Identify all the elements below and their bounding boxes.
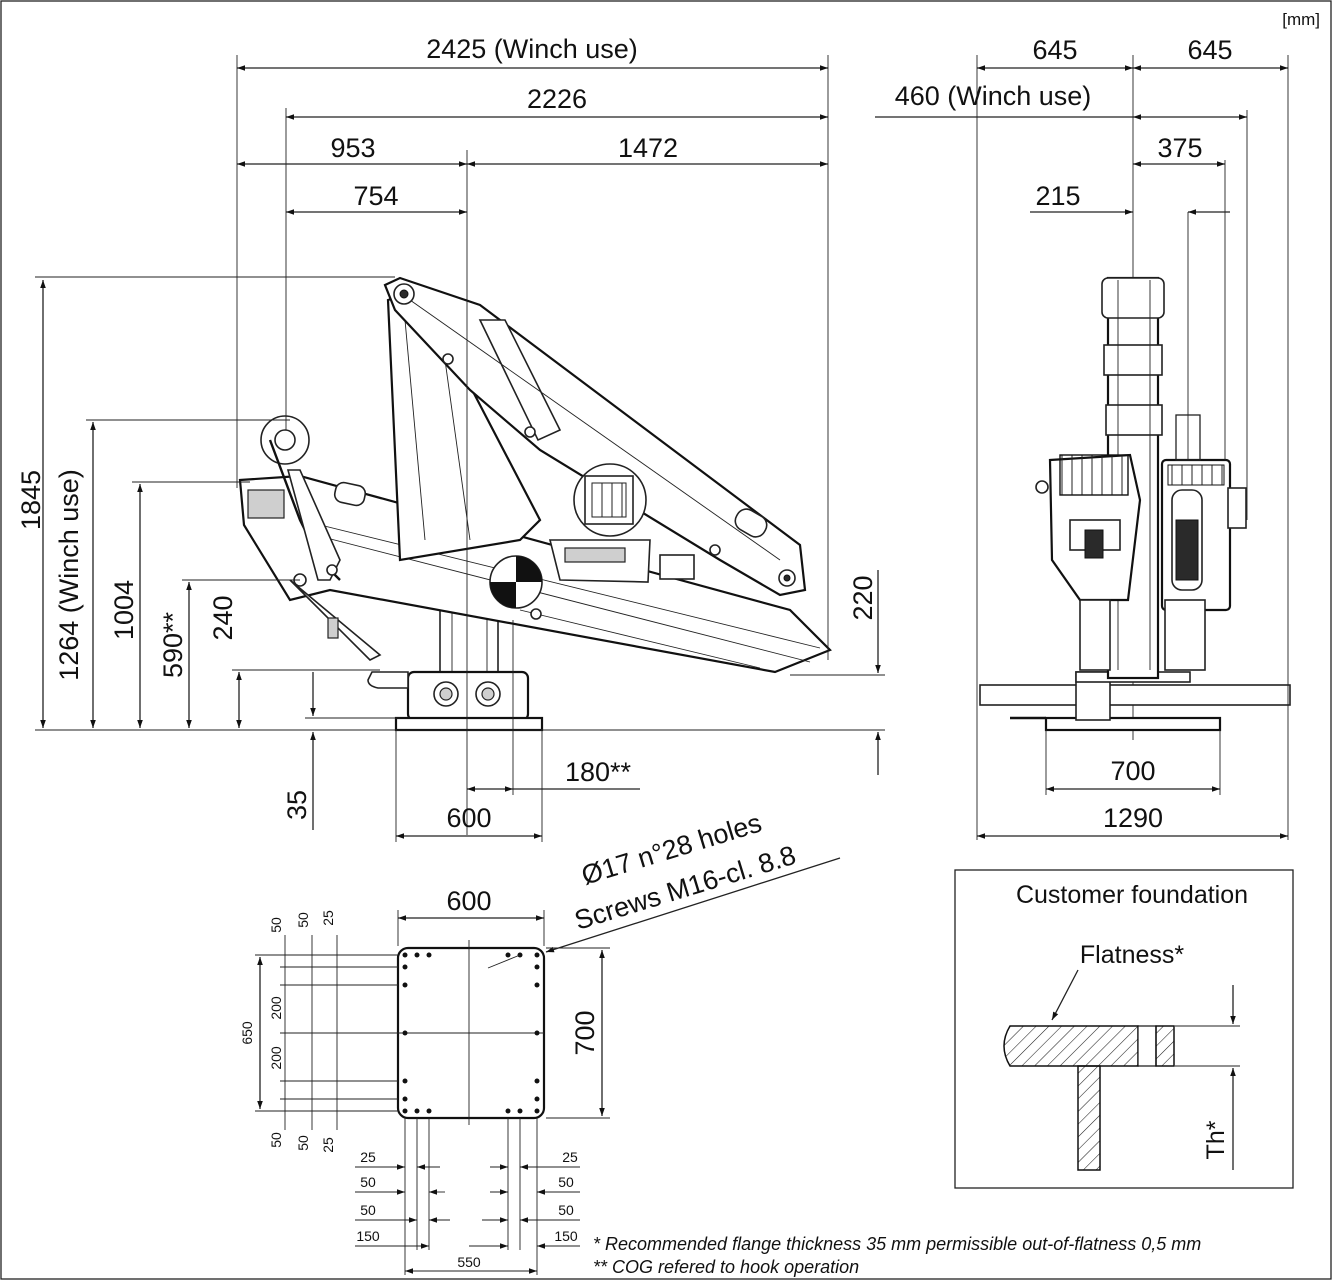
foundation-detail: Customer foundation Flatness* Th*	[954, 869, 1294, 1189]
dim-50-br2: 50	[558, 1202, 574, 1218]
dim-590: 590**	[158, 611, 188, 678]
front-dimensions: 645 645 460 (Winch use) 375 215 700 1290	[875, 35, 1289, 840]
dim-1845: 1845	[16, 470, 46, 530]
dim-700-front: 700	[1110, 756, 1155, 786]
dim-2226: 2226	[527, 84, 587, 114]
dim-50-b: 50	[295, 912, 311, 928]
dim-25-bl: 25	[360, 1149, 376, 1165]
stabiliser-beam	[979, 684, 1291, 706]
dim-50-br: 50	[558, 1174, 574, 1190]
dim-645-right: 645	[1187, 35, 1232, 65]
thickness-label: Th*	[1202, 1120, 1230, 1159]
dim-375: 375	[1157, 133, 1202, 163]
dim-460: 460 (Winch use)	[895, 81, 1092, 111]
dim-35: 35	[282, 790, 312, 820]
side-top-dimensions: 2425 (Winch use) 2226 953 1472 754	[236, 34, 829, 835]
dim-200-a: 200	[268, 996, 284, 1020]
dim-25-br: 25	[562, 1149, 578, 1165]
dim-220: 220	[848, 575, 878, 620]
dim-700-plate: 700	[570, 1010, 600, 1055]
foundation-title: Customer foundation	[1016, 881, 1248, 909]
dim-1004: 1004	[109, 580, 139, 640]
cog-symbol	[489, 555, 543, 609]
dim-645-left: 645	[1032, 35, 1077, 65]
dim-25-a: 25	[320, 910, 336, 926]
dim-650: 650	[239, 1021, 255, 1045]
slewing-housing	[406, 670, 530, 722]
dim-600-side: 600	[446, 803, 491, 833]
dim-25-b: 25	[320, 1137, 336, 1153]
foundation-frame	[954, 869, 1294, 1189]
dim-150-br: 150	[554, 1228, 578, 1244]
dim-1290: 1290	[1103, 803, 1163, 833]
dim-50-a: 50	[268, 917, 284, 933]
dim-50-bl: 50	[360, 1174, 376, 1190]
base-plate-view: Ø17 n°28 holes Screws M16-cl. 8.8 600 70…	[239, 808, 841, 1275]
dim-215: 215	[1035, 181, 1080, 211]
dim-600-plate: 600	[446, 886, 491, 916]
side-left-dimensions: 1845 1264 (Winch use) 1004 590** 240	[16, 276, 885, 731]
dim-50-c: 50	[268, 1132, 284, 1148]
flange-section	[1003, 1025, 1139, 1067]
note-1: * Recommended flange thickness 35 mm per…	[593, 1234, 1201, 1254]
crane-side-view	[238, 276, 832, 732]
bolt-holes	[402, 952, 540, 1114]
dim-754: 754	[353, 181, 398, 211]
dim-150-bl: 150	[356, 1228, 380, 1244]
flatness-label: Flatness*	[1080, 941, 1184, 969]
note-2: ** COG refered to hook operation	[593, 1257, 859, 1277]
dim-50-bl2: 50	[360, 1202, 376, 1218]
unit-label: [mm]	[1282, 10, 1320, 29]
dim-240: 240	[208, 595, 238, 640]
dim-1264: 1264 (Winch use)	[54, 469, 84, 681]
crane-front-view	[979, 55, 1291, 740]
dim-180: 180**	[565, 757, 632, 787]
support-section	[1077, 1065, 1101, 1171]
dim-2425: 2425 (Winch use)	[426, 34, 638, 64]
front-base-plate	[1044, 716, 1222, 732]
base-flange	[394, 716, 544, 732]
dim-550: 550	[457, 1254, 481, 1270]
dim-50-d: 50	[295, 1135, 311, 1151]
dim-200-b: 200	[268, 1046, 284, 1070]
dim-953: 953	[330, 133, 375, 163]
side-bottom-dimensions: 220 35 600 180**	[282, 570, 885, 842]
dim-1472: 1472	[618, 133, 678, 163]
